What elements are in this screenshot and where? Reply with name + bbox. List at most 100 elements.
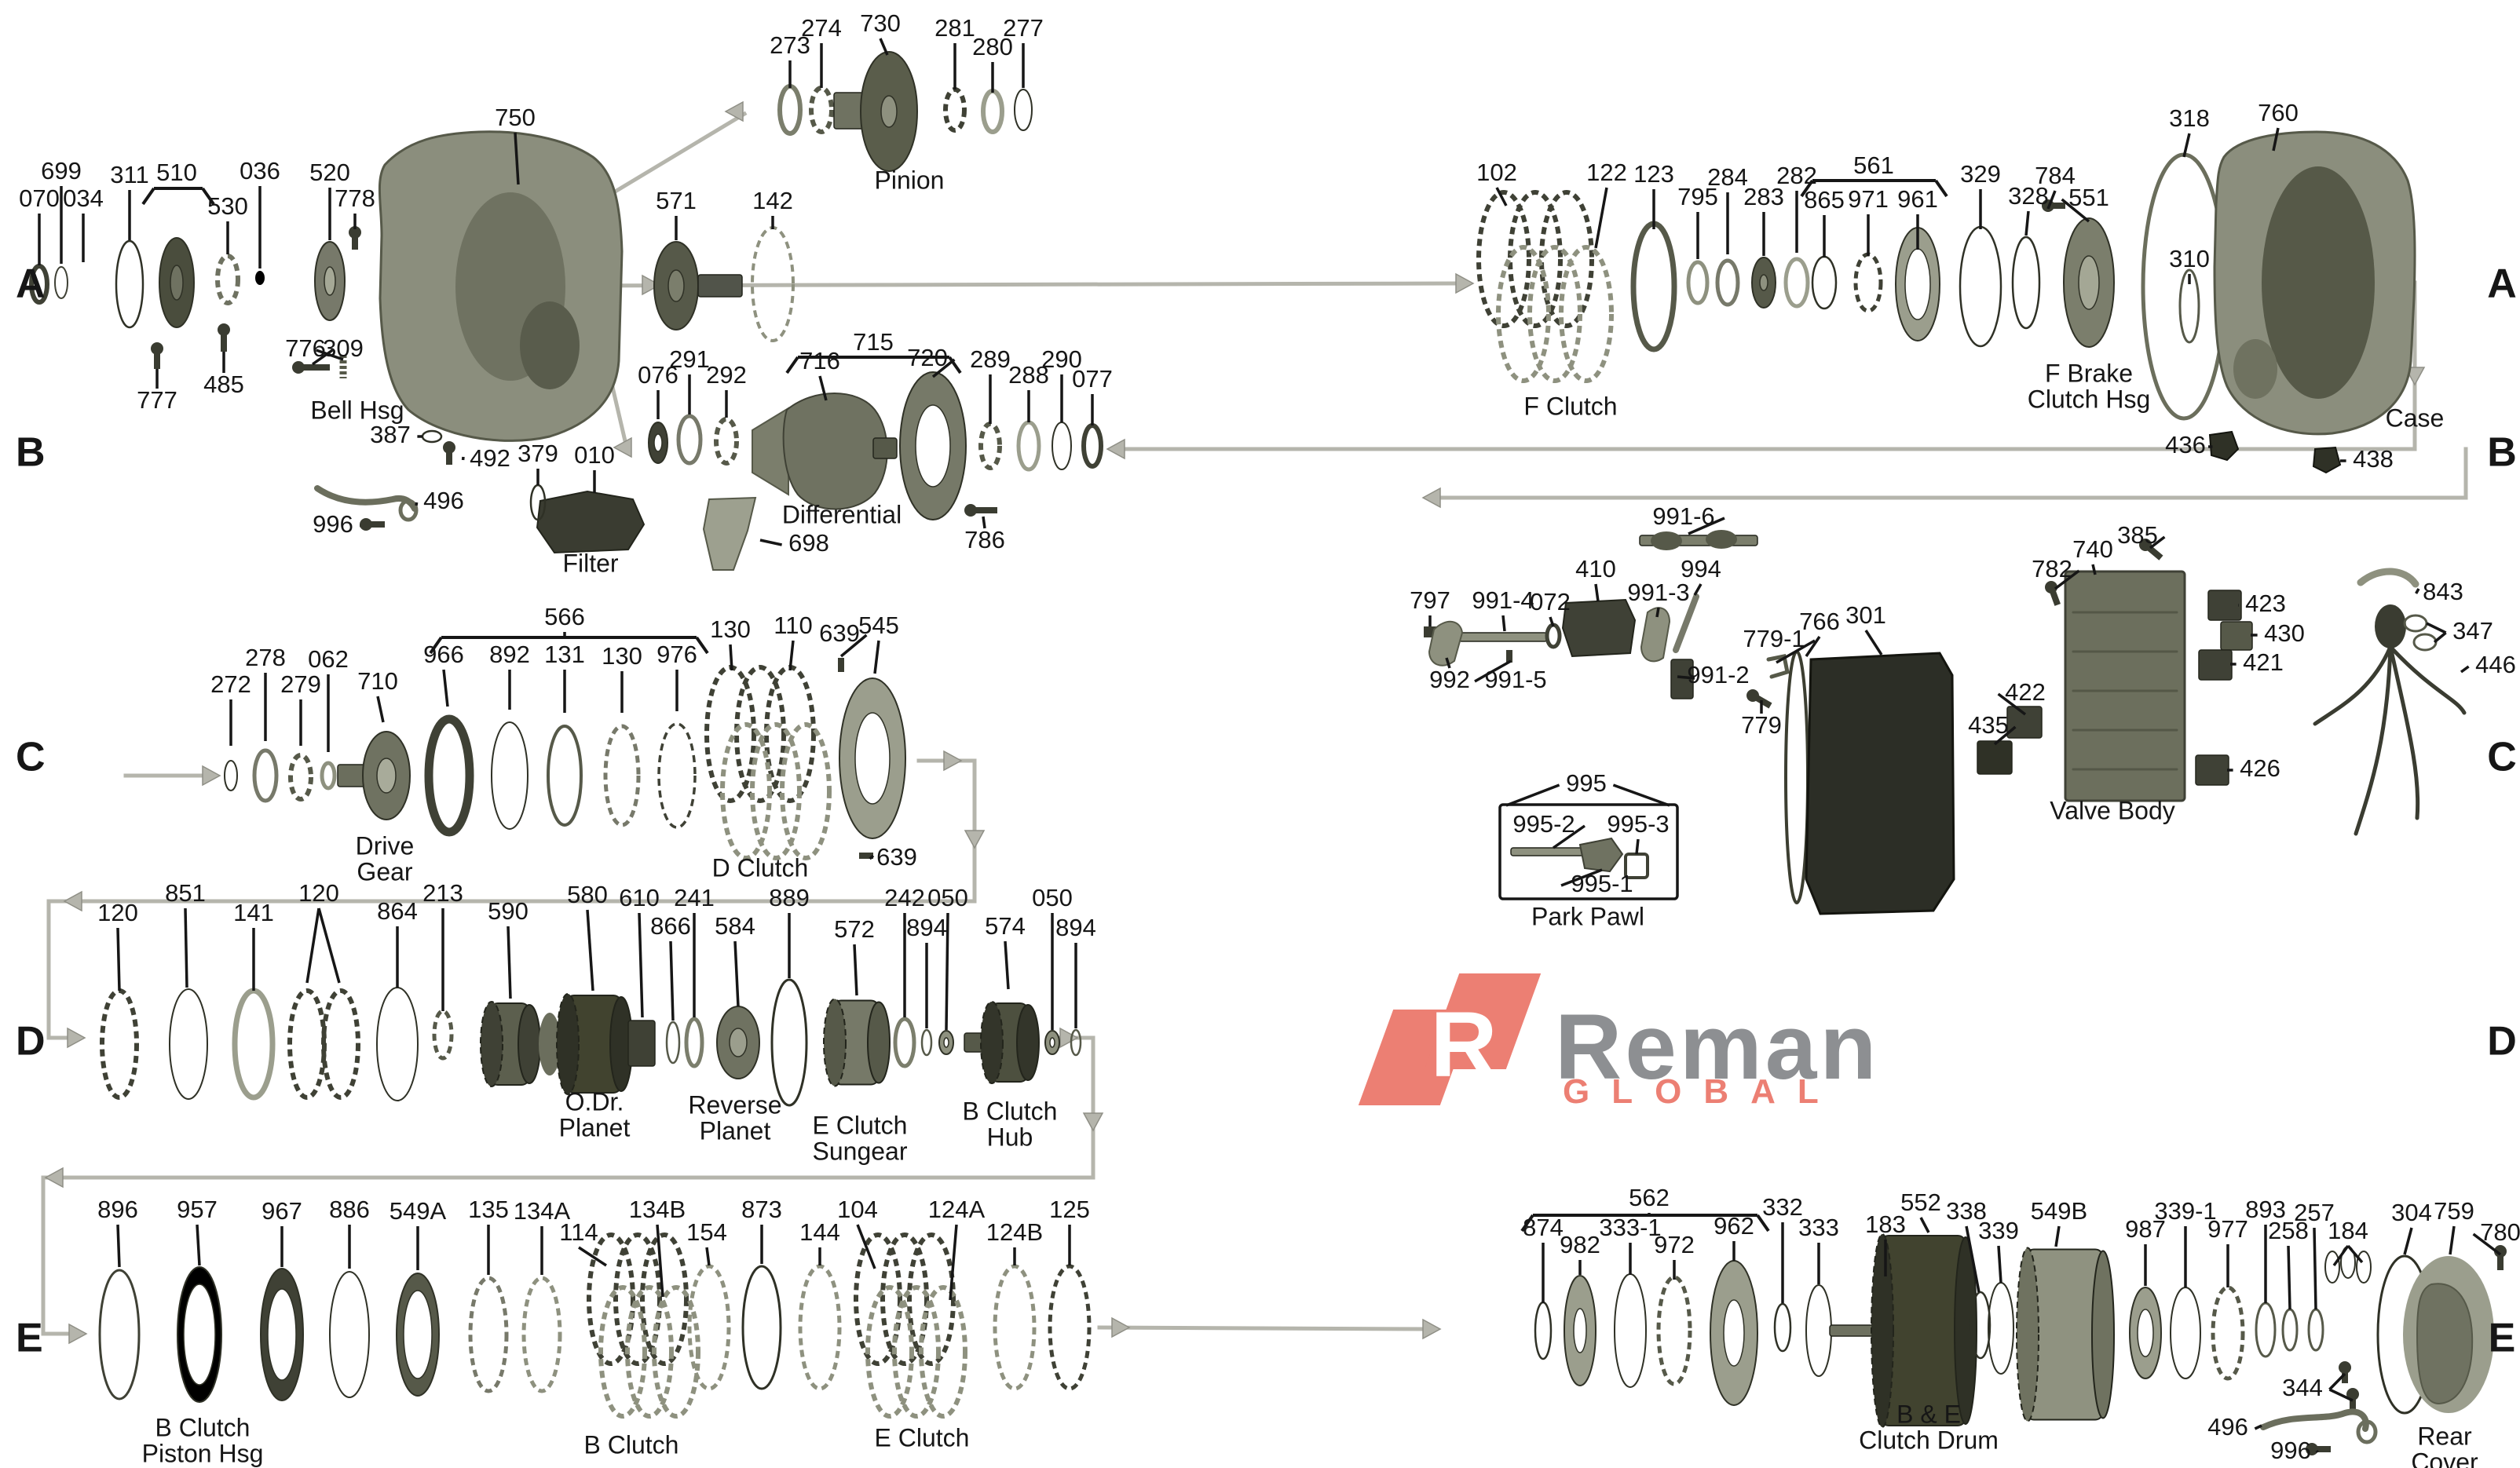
callout-label-422: 422 bbox=[2005, 678, 2046, 706]
section-label: B Clutch bbox=[963, 1097, 1058, 1125]
callout-label-122: 122 bbox=[1586, 159, 1627, 186]
row-letter-left-E: E bbox=[16, 1316, 43, 1361]
washer-982-bore bbox=[1573, 1308, 1587, 1353]
callout-leader-766 bbox=[1805, 636, 1821, 657]
dclutch-plate-1 bbox=[704, 665, 756, 803]
callout-label-778: 778 bbox=[335, 184, 375, 212]
fclutch-plate-1 bbox=[1476, 190, 1531, 328]
pump-510-bore bbox=[170, 265, 184, 301]
callout-label-865: 865 bbox=[1804, 186, 1845, 214]
callout-label-982: 982 bbox=[1560, 1231, 1600, 1258]
callout-label-213: 213 bbox=[422, 879, 463, 907]
logo-wordmark: Reman bbox=[1555, 995, 1880, 1099]
pin-782-head bbox=[2045, 581, 2057, 593]
bracket-tick-left-715 bbox=[785, 356, 799, 374]
plug-492-head bbox=[443, 441, 455, 454]
callout-leader-304 bbox=[2403, 1227, 2413, 1255]
callout-label-110: 110 bbox=[774, 612, 812, 639]
callout-label-760: 760 bbox=[2258, 99, 2299, 126]
callout-label-426: 426 bbox=[2240, 754, 2280, 782]
callout-label-423: 423 bbox=[2245, 590, 2286, 617]
callout-label-184: 184 bbox=[2328, 1217, 2368, 1244]
callout-leader-574 bbox=[1004, 940, 1010, 990]
spring-plate-977 bbox=[2211, 1285, 2245, 1381]
pressure-plate-966 bbox=[424, 714, 474, 837]
callout-leader-120 bbox=[116, 927, 121, 991]
callout-label-549B: 549B bbox=[2031, 1197, 2087, 1225]
callout-label-124A: 124A bbox=[928, 1196, 986, 1223]
callout-leader-992 bbox=[1445, 657, 1451, 669]
callout-label-776: 776 bbox=[285, 334, 326, 362]
callout-leader-184 bbox=[2332, 1244, 2350, 1267]
callout-label-894: 894 bbox=[1055, 914, 1096, 941]
flow-arrow bbox=[1082, 1112, 1104, 1132]
bracket-tick-left-566 bbox=[429, 636, 443, 655]
callout-leader-347 bbox=[2433, 631, 2447, 644]
bclutch-hub-574-face bbox=[1016, 1004, 1040, 1081]
reman-global-logo: R Reman GLOBAL bbox=[1358, 972, 1915, 1117]
be-clutch-drum-552-splines bbox=[1871, 1233, 1894, 1428]
callout-leader-995 bbox=[1505, 783, 1560, 807]
callout-leader-551 bbox=[2061, 198, 2090, 223]
bearing-281 bbox=[943, 87, 967, 133]
pin-991-5 bbox=[1506, 650, 1512, 663]
seal-874 bbox=[1534, 1301, 1553, 1360]
callout-label-590: 590 bbox=[488, 897, 529, 925]
section-label: Reverse bbox=[688, 1090, 781, 1119]
ring-549A-bore bbox=[403, 1290, 433, 1379]
callout-label-072: 072 bbox=[1530, 588, 1571, 615]
flow-arrow bbox=[68, 1323, 88, 1345]
callout-leader-698 bbox=[759, 539, 782, 546]
callout-label-144: 144 bbox=[799, 1218, 840, 1246]
callout-label-893: 893 bbox=[2245, 1196, 2286, 1223]
oring-328 bbox=[2011, 236, 2041, 330]
plate-987-bore bbox=[2137, 1309, 2154, 1357]
callout-label-278: 278 bbox=[245, 644, 286, 671]
callout-label-545: 545 bbox=[858, 612, 899, 639]
eclutch-disc-1 bbox=[865, 1285, 914, 1419]
park-pawl-box bbox=[1498, 803, 1679, 900]
oring-272 bbox=[224, 760, 238, 791]
callout-leader-072 bbox=[1549, 616, 1555, 627]
race-278 bbox=[252, 748, 279, 803]
callout-label-050: 050 bbox=[927, 884, 968, 911]
fclutch-disc-2 bbox=[1527, 245, 1582, 383]
callout-label-421: 421 bbox=[2243, 648, 2284, 676]
section-label: Planet bbox=[559, 1113, 631, 1141]
dclutch-plate-2 bbox=[734, 665, 786, 803]
callout-leader-776 bbox=[311, 349, 334, 366]
race-273 bbox=[777, 84, 803, 136]
callout-label-281: 281 bbox=[934, 14, 975, 42]
row-letter-left-B: B bbox=[16, 430, 46, 476]
solenoid-422 bbox=[2006, 706, 2043, 739]
fclutch-disc-3 bbox=[1559, 245, 1614, 383]
washer-072 bbox=[1545, 623, 1562, 649]
callout-label-288: 288 bbox=[1008, 361, 1049, 389]
callout-leader-385 bbox=[2149, 535, 2166, 550]
flow-arrow bbox=[642, 274, 661, 296]
funnel-698 bbox=[702, 496, 757, 571]
row-letter-right-A: A bbox=[2487, 261, 2517, 307]
callout-label-967: 967 bbox=[262, 1197, 302, 1225]
bolt-344b-head bbox=[2346, 1388, 2359, 1400]
callout-label-843: 843 bbox=[2423, 578, 2463, 605]
callout-leader-257 bbox=[2313, 1227, 2317, 1310]
callout-label-552: 552 bbox=[1900, 1189, 1941, 1216]
oring-347a bbox=[2403, 614, 2428, 633]
eclutch-disc-3 bbox=[919, 1285, 967, 1419]
ring-332 bbox=[1773, 1302, 1792, 1353]
callout-leader-050 bbox=[945, 912, 949, 1031]
callout-label-730: 730 bbox=[860, 9, 901, 37]
callout-leader-184 bbox=[2346, 1244, 2364, 1264]
callout-leader-994 bbox=[1693, 583, 1703, 596]
callout-label-318: 318 bbox=[2169, 104, 2210, 132]
callout-label-387: 387 bbox=[370, 421, 411, 448]
ring-062 bbox=[320, 761, 337, 791]
callout-label-873: 873 bbox=[741, 1196, 782, 1223]
bolt-485-head bbox=[218, 323, 230, 336]
case-pocket bbox=[2233, 339, 2277, 399]
callout-label-584: 584 bbox=[715, 912, 755, 940]
bolt-344a-head bbox=[2339, 1361, 2351, 1374]
callout-leader-716 bbox=[818, 375, 828, 401]
